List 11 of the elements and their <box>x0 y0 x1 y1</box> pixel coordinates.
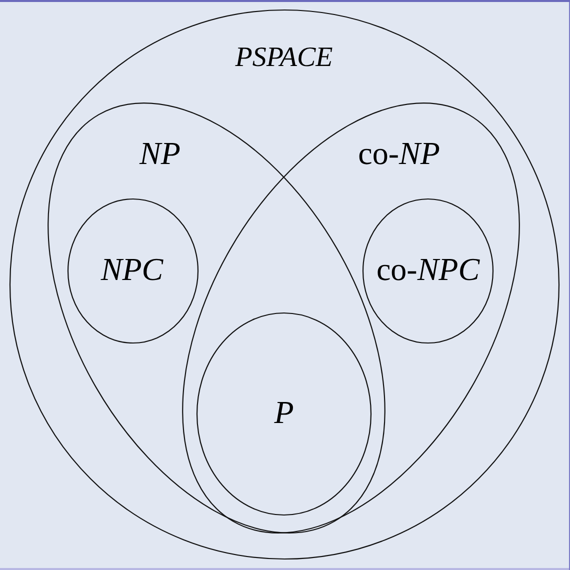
class-label: NP <box>140 137 180 169</box>
set-circle <box>362 198 494 344</box>
class-label: PSPACE <box>235 44 333 72</box>
set-circle <box>67 198 199 344</box>
class-label: NPC <box>100 253 164 285</box>
set-oval <box>182 102 521 534</box>
class-label: co-NP <box>358 137 440 169</box>
class-label: P <box>274 396 294 428</box>
set-ellipse <box>196 312 372 516</box>
set-circle <box>9 9 560 560</box>
class-label: co-NPC <box>376 253 480 285</box>
